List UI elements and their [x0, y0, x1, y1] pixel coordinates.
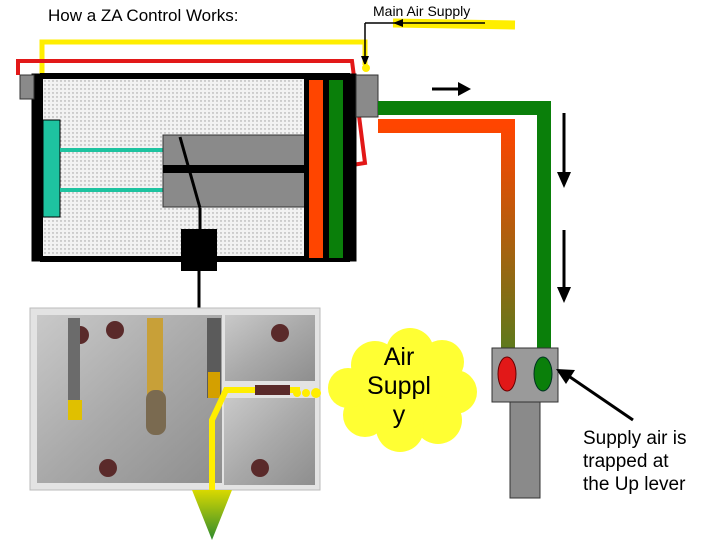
note-pointer-head — [556, 369, 575, 384]
top-cap-strip — [40, 73, 350, 79]
supply-arrowhead-down — [361, 56, 369, 66]
supply-port-dot — [362, 64, 370, 72]
photo-air-dot-3 — [311, 388, 321, 398]
red-return-line — [16, 59, 368, 167]
right-black-bar — [346, 75, 356, 260]
photo-spring-2 — [147, 318, 163, 398]
note-line: the Up lever — [583, 474, 686, 495]
red-plunger — [309, 80, 323, 258]
red-port — [497, 356, 517, 392]
photo-gold-seal — [208, 372, 220, 398]
supply-arrowhead-left — [393, 19, 403, 27]
lever-valve-stem — [509, 399, 541, 499]
cloud-line: y — [392, 401, 406, 429]
spool-shaft — [163, 165, 355, 173]
photo-bolt-bottom-left — [99, 459, 117, 477]
cloud-line: Air — [383, 343, 415, 371]
cloud-line: Suppl — [367, 372, 431, 400]
photo-air-dot-2 — [302, 389, 310, 397]
exhaust-arrow — [192, 490, 232, 540]
photo-yellow-seal — [68, 400, 82, 420]
right-port-block — [355, 74, 379, 118]
red-output-pipe — [378, 119, 515, 350]
air-supply-cloud — [328, 328, 477, 452]
yellow-supply-line — [39, 39, 368, 75]
green-port — [533, 356, 553, 392]
teal-piston-head — [42, 119, 61, 218]
arrow-down-lower — [557, 287, 571, 303]
arrow-right — [458, 82, 471, 96]
linkage-arm — [178, 136, 202, 209]
left-end-cap-bar — [33, 75, 43, 260]
left-port-block — [19, 74, 35, 100]
note-line: trapped at — [583, 451, 669, 472]
photo-plate-right — [224, 398, 315, 485]
supply-note: Supply air is trapped at the Up lever — [583, 427, 687, 496]
photo-channel — [146, 390, 166, 435]
photo-bolt-top-middle — [106, 321, 124, 339]
lever-block — [181, 229, 217, 271]
note-pointer-line — [569, 375, 634, 422]
main-air-supply-label: Main Air Supply — [373, 3, 471, 19]
photo-hose-fitting — [255, 385, 290, 395]
photo-bolt-bottom-right — [251, 459, 269, 477]
photo-air-dot-1 — [293, 389, 301, 397]
photo-plate-main — [37, 315, 222, 483]
photo-bolt-top-right — [271, 324, 289, 342]
cloud-label: Air Suppl y — [357, 343, 441, 430]
diagram-title: How a ZA Control Works: — [48, 6, 239, 25]
arrow-down-upper — [557, 172, 571, 188]
green-output-pipe — [378, 101, 551, 350]
note-line: Supply air is — [583, 428, 687, 449]
photo-spring-1 — [68, 318, 80, 418]
